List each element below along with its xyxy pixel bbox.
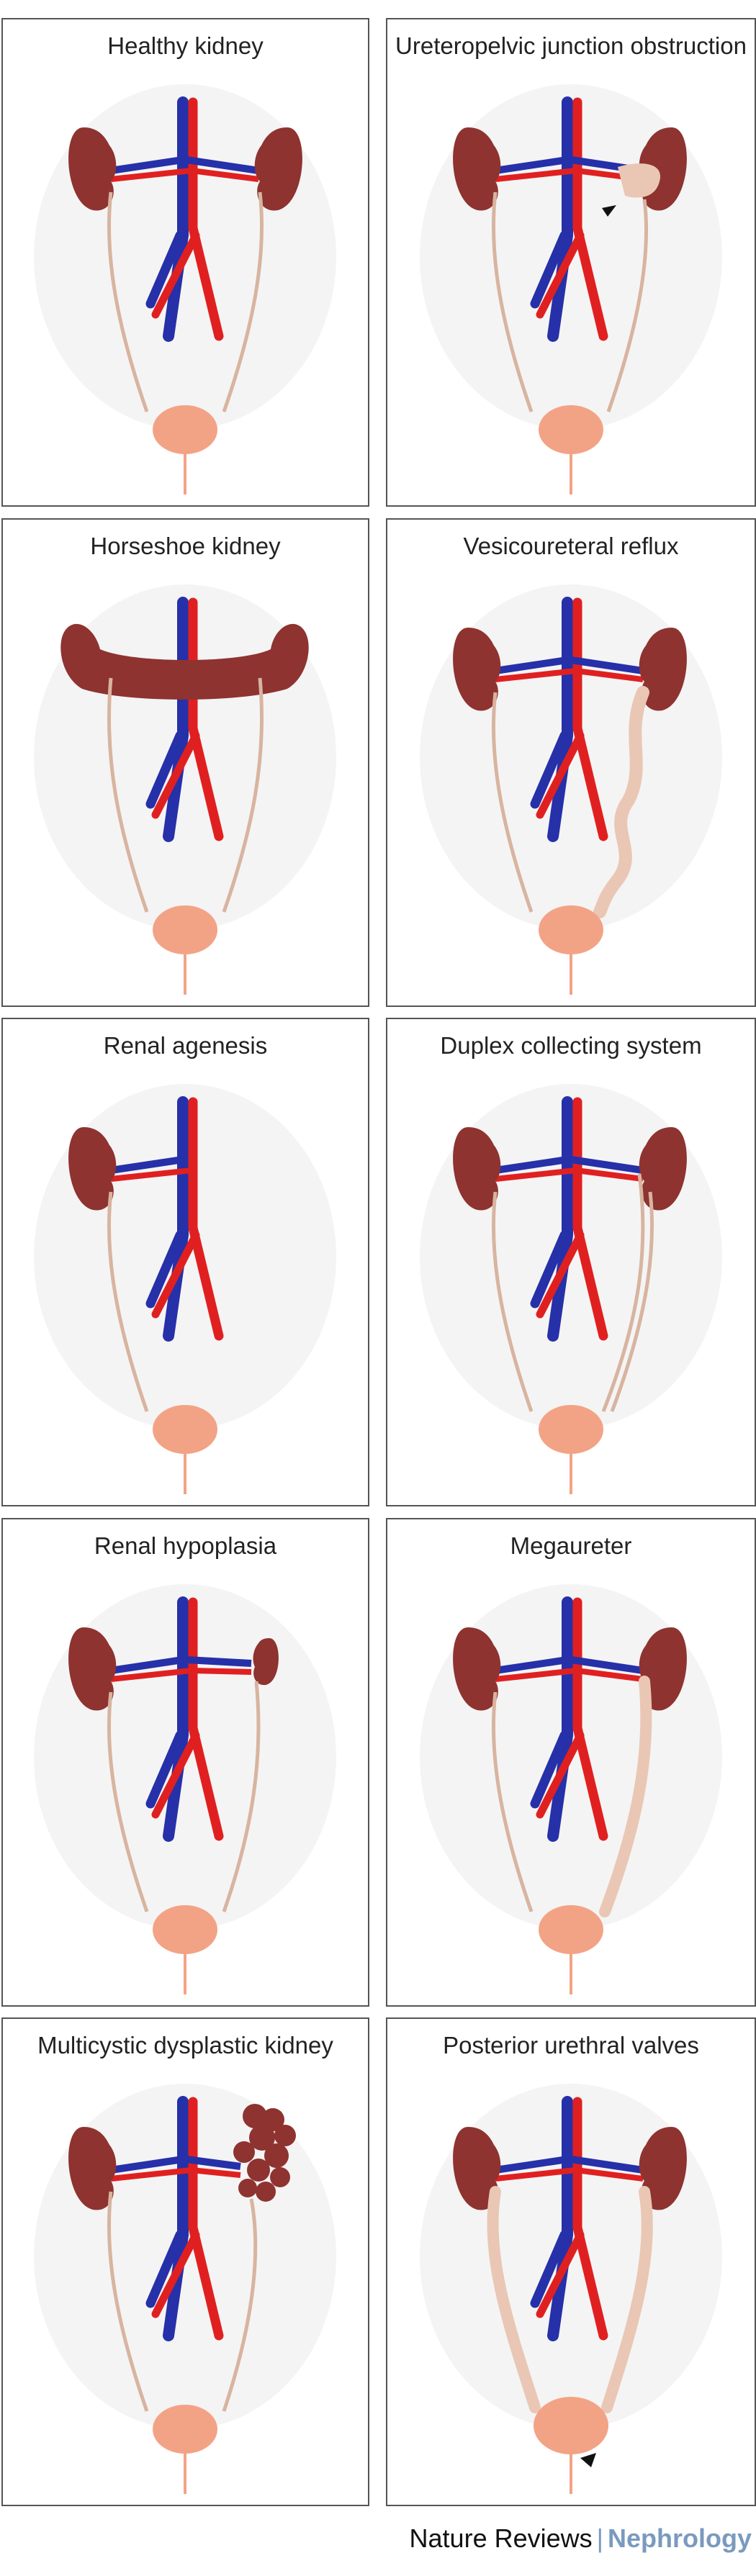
urinary-tract-illustration <box>34 2084 336 2494</box>
panel-title: Renal agenesis <box>103 1032 268 1059</box>
panel-horseshoe: Horseshoe kidney <box>1 518 369 1007</box>
panel-hypoplasia: Renal hypoplasia <box>1 1518 369 2007</box>
urinary-tract-illustration <box>34 1084 336 1494</box>
journal-footer: Nature Reviews|Nephrology <box>0 2523 756 2554</box>
panel-title: Healthy kidney <box>107 32 264 59</box>
panel-title: Ureteropelvic junction obstruction <box>395 32 747 59</box>
urinary-tract-illustration <box>34 84 336 494</box>
panel-title: Duplex collecting system <box>440 1032 702 1059</box>
urinary-tract-illustration <box>420 584 722 995</box>
panel-megaureter: Megaureter <box>386 1518 756 2007</box>
urinary-tract-illustration <box>420 1084 722 1494</box>
panel-title: Megaureter <box>510 1532 632 1559</box>
separator: | <box>596 2523 603 2553</box>
panel-title: Multicystic dysplastic kidney <box>37 2032 333 2058</box>
publisher-name: Nature Reviews <box>409 2523 593 2553</box>
urinary-tract-illustration <box>420 2084 722 2494</box>
panel-title: Posterior urethral valves <box>443 2032 699 2058</box>
panel-upj: Ureteropelvic junction obstruction <box>386 18 756 507</box>
panel-agenesis: Renal agenesis <box>1 1018 369 1506</box>
journal-name: Nephrology <box>607 2523 752 2553</box>
panel-vur: Vesicoureteral reflux <box>386 518 756 1007</box>
urinary-tract-illustration <box>420 1584 722 1994</box>
panel-title: Vesicoureteral reflux <box>463 533 679 559</box>
panel-duplex: Duplex collecting system <box>386 1018 756 1506</box>
panel-title: Horseshoe kidney <box>90 533 281 559</box>
panel-puv: Posterior urethral valves <box>386 2017 756 2506</box>
urinary-tract-illustration <box>34 584 336 995</box>
urinary-tract-illustration <box>34 1584 336 1994</box>
panel-mcdk: Multicystic dysplastic kidney <box>1 2017 369 2506</box>
urinary-tract-illustration <box>420 84 722 494</box>
panel-healthy: Healthy kidney <box>1 18 369 507</box>
panel-title: Renal hypoplasia <box>94 1532 277 1559</box>
